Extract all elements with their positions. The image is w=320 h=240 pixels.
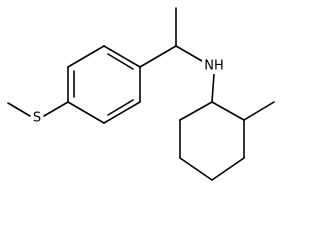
bond-ch3-s <box>7 102 31 117</box>
bond-chex-1 <box>211 101 245 121</box>
molecule-canvas: S NH <box>7 7 275 181</box>
bond-chex-methyl <box>243 101 275 121</box>
bond-ring-double-2 <box>107 53 134 70</box>
bond-chex-4 <box>179 157 213 181</box>
structure-diagram: S NH <box>7 7 275 181</box>
bond-ring-5 <box>103 101 141 124</box>
bond-s-aryl <box>43 101 69 117</box>
bond-chex-6 <box>179 101 213 121</box>
amine-label: NH <box>204 59 224 74</box>
sulfur-label: S <box>33 111 41 126</box>
bond-aryl-ch <box>139 45 177 68</box>
bond-n-cyclohexyl <box>211 73 215 103</box>
bond-ring-2 <box>67 45 105 68</box>
bond-ring-double-3 <box>107 99 134 116</box>
bond-ring-6 <box>67 101 105 124</box>
amine-label-bg <box>202 58 226 74</box>
bond-ch-n <box>175 45 203 62</box>
sulfur-label-bg <box>31 108 43 124</box>
bond-ring-3 <box>103 45 141 68</box>
bond-chex-3 <box>211 157 245 181</box>
